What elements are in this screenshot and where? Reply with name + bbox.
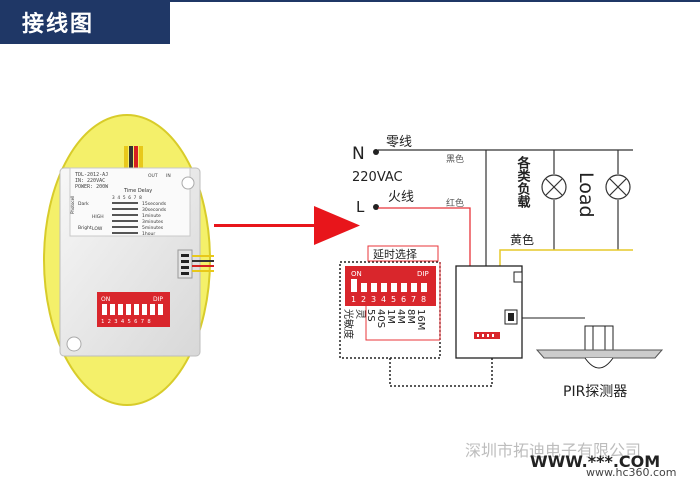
watermark-www: WWW.***.COM [530, 452, 660, 471]
sensitivity-suffix: 灵 [354, 309, 366, 319]
dip-panel: 延时选择 ON DIP 1 2 3 4 5 6 7 8 5S 40S 1M 4M… [339, 245, 441, 359]
dip-number: 7 [411, 295, 416, 304]
dip-on-label: ON [351, 270, 362, 278]
pointer-arrow [214, 206, 360, 245]
model-line-2: IN: 220VAC [75, 178, 105, 184]
dip-number: 4 [381, 295, 386, 304]
photo-dip-label: DIP [153, 296, 163, 303]
watermark-site: www.hc360.com [586, 466, 676, 479]
dip-switch-block [345, 266, 436, 306]
l-terminal-label: L [356, 198, 365, 216]
neutral-wire [378, 149, 633, 266]
delay-select-label: 延时选择 [373, 247, 417, 261]
dip-number: 6 [401, 295, 406, 304]
delay-value: 1M [385, 309, 396, 324]
dark-label: Dark [78, 201, 89, 207]
delay-option: 3minutes [142, 219, 164, 225]
banner-rule [170, 0, 700, 2]
dip-number: 2 [361, 295, 366, 304]
photo-dip-switch [97, 292, 170, 327]
live-wire-label: 火线 [388, 190, 414, 205]
device-wires-top [124, 146, 143, 168]
lamp-icon [605, 174, 631, 200]
neutral-terminal: N 零线 黑色 [352, 135, 464, 165]
load-cn-label: 各类负载 [515, 155, 532, 209]
title-banner: 接线图 [0, 0, 170, 44]
delay-option: 1hour [142, 231, 155, 237]
load-wire [499, 249, 633, 266]
delay-value: 40S [375, 309, 386, 328]
delay-option: 1minute [142, 213, 161, 219]
bright-label: Bright [78, 225, 92, 231]
dip-number: 1 [351, 295, 356, 304]
photocell-label: Photocell [70, 196, 75, 214]
delay-option-list: 15seconds 30seconds 1minute 3minutes 5mi… [142, 201, 167, 237]
dip-link [389, 356, 493, 387]
model-line-3: POWER: 200W [75, 184, 109, 190]
pir-label: PIR探测器 [563, 384, 627, 400]
sensitivity-label: 光敏度 [342, 309, 355, 339]
side-wires [192, 255, 214, 272]
dial-numbers: 3 4 5 6 7 8 [112, 195, 142, 201]
yellow-wire-label: 黄色 [510, 233, 534, 247]
banner-title: 接线图 [22, 11, 95, 37]
red-wire-label: 红色 [446, 197, 464, 209]
dip-number: 8 [421, 295, 426, 304]
in-label: IN [166, 173, 171, 179]
sensor-module-photo: TDL-2012-AJ IN: 220VAC POWER: 200W OUT I… [59, 167, 214, 357]
delay-value: 8M [405, 309, 416, 324]
delay-value: 16M [415, 309, 426, 330]
neutral-wire-label: 零线 [386, 135, 412, 150]
model-line-1: TDL-2012-AJ [75, 172, 108, 178]
dip-label: DIP [417, 270, 429, 278]
n-terminal-label: N [352, 144, 365, 164]
controller-module [455, 265, 585, 359]
delay-value: 4M [395, 309, 406, 324]
pir-sensor [535, 325, 664, 369]
watermark-company: 深圳市拓迪电子有限公司 [465, 441, 641, 460]
delay-option: 30seconds [142, 207, 167, 213]
photo-dip-numbers: 1 2 3 4 5 6 7 8 [101, 319, 151, 325]
voltage-label: 220VAC [352, 170, 403, 185]
dip-number: 5 [391, 295, 396, 304]
out-label: OUT [148, 173, 158, 179]
delay-value: 5S [365, 309, 376, 322]
black-wire-label: 黑色 [446, 153, 464, 165]
live-wire [378, 207, 471, 266]
delay-option: 15seconds [142, 201, 167, 207]
lamp-icon [541, 174, 567, 200]
photo-dip-on: ON [101, 296, 110, 303]
delay-option: 5minutes [142, 225, 164, 231]
dip-number: 3 [371, 295, 376, 304]
load-en-label: Load [575, 172, 597, 218]
watermark: 深圳市拓迪电子有限公司 WWW.***.COM www.hc360.com [465, 441, 676, 479]
live-terminal: L 火线 红色 [356, 190, 464, 216]
high-label: HIGH [92, 214, 104, 220]
time-delay-title: Time Delay [123, 188, 152, 194]
low-label: LOW [92, 226, 103, 232]
